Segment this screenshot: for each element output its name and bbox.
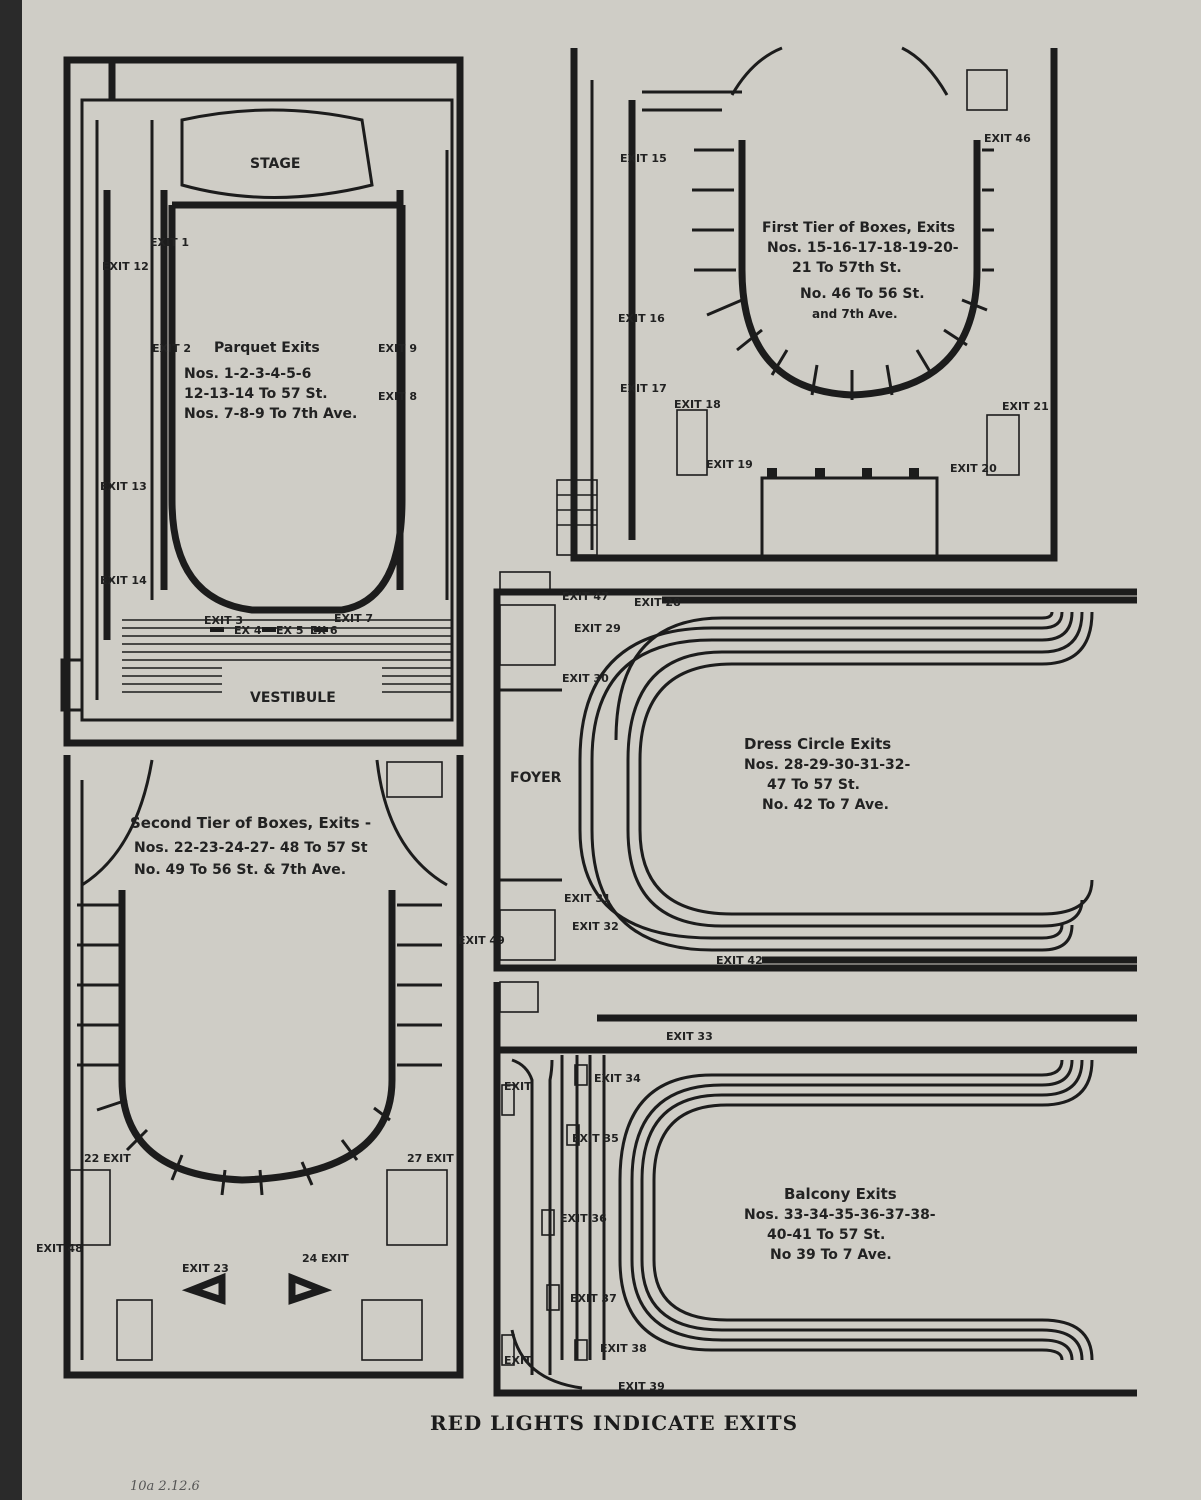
exit-29: EXIT 29 (574, 622, 621, 635)
exit-22: 22 EXIT (84, 1152, 131, 1165)
first-tier-line3: 21 To 57th St. (792, 260, 902, 276)
balcony-line3: 40-41 To 57 St. (767, 1227, 885, 1243)
exit-balcony-upper: EXIT (504, 1080, 532, 1093)
exit-18: EXIT 18 (674, 398, 721, 411)
exit-19: EXIT 19 (706, 458, 753, 471)
first-tier-line4: No. 46 To 56 St. (800, 286, 925, 302)
exit-23: EXIT 23 (182, 1262, 229, 1275)
exit-34: EXIT 34 (594, 1072, 641, 1085)
first-tier-plan: First Tier of Boxes, Exits Nos. 15-16-17… (556, 46, 1058, 562)
balcony-line2: Nos. 33-34-35-36-37-38- (744, 1207, 936, 1223)
exit-13: EXIT 13 (100, 480, 147, 493)
dress-circle-line3: 47 To 57 St. (767, 777, 860, 793)
exit-47: EXIT 47 (562, 590, 609, 603)
exit-1: EXIT 1 (150, 236, 189, 249)
exit-39: EXIT 39 (618, 1380, 665, 1393)
exit-2: EXIT 2 (152, 342, 191, 355)
exit-42: EXIT 42 (716, 954, 763, 967)
exit-8: EXIT 8 (378, 390, 417, 403)
footer-caption: RED LIGHTS INDICATE EXITS (430, 1411, 798, 1435)
exit-36: EXIT 36 (560, 1212, 607, 1225)
exit-balcony-lower: EXIT (504, 1354, 532, 1367)
exit-9: EXIT 9 (378, 342, 417, 355)
exit-27: 27 EXIT (407, 1152, 454, 1165)
exit-46: EXIT 46 (984, 132, 1031, 145)
program-page: STAGE VESTIBULE Parquet Exits Nos. 1-2-3… (22, 0, 1201, 1500)
exit-31: EXIT 31 (564, 892, 611, 905)
exit-15: EXIT 15 (620, 152, 667, 165)
foyer-label: FOYER (510, 770, 562, 786)
parquet-line3: Nos. 7-8-9 To 7th Ave. (184, 406, 357, 422)
exit-21: EXIT 21 (1002, 400, 1049, 413)
parquet-line1: Nos. 1-2-3-4-5-6 (184, 366, 311, 382)
parquet-title: Parquet Exits (214, 340, 320, 356)
first-tier-line2: Nos. 15-16-17-18-19-20- (767, 240, 959, 256)
dress-circle-line2: Nos. 28-29-30-31-32- (744, 757, 911, 773)
exit-38: EXIT 38 (600, 1342, 647, 1355)
second-tier-plan: Second Tier of Boxes, Exits - Nos. 22-23… (36, 755, 505, 1379)
second-tier-line2: Nos. 22-23-24-27- 48 To 57 St (134, 840, 368, 856)
dress-circle-line4: No. 42 To 7 Ave. (762, 797, 889, 813)
exit-12: EXIT 12 (102, 260, 149, 273)
balcony-line1: Balcony Exits (784, 1185, 897, 1203)
exit-37: EXIT 37 (570, 1292, 617, 1305)
stage-label: STAGE (250, 156, 300, 172)
exit-24: 24 EXIT (302, 1252, 349, 1265)
balcony-line4: No 39 To 7 Ave. (770, 1247, 892, 1263)
exit-5: EX 5 (276, 624, 303, 637)
parquet-plan: STAGE VESTIBULE Parquet Exits Nos. 1-2-3… (60, 56, 464, 747)
theatre-exit-plans: STAGE VESTIBULE Parquet Exits Nos. 1-2-3… (36, 46, 1137, 1494)
parquet-line2: 12-13-14 To 57 St. (184, 386, 328, 402)
vestibule-label: VESTIBULE (250, 690, 336, 706)
archive-note: 10a 2.12.6 (130, 1479, 200, 1494)
exit-7: EXIT 7 (334, 612, 373, 625)
first-tier-line1: First Tier of Boxes, Exits (762, 220, 955, 236)
dress-circle-plan: FOYER Dress Circle Exits Nos. 28-29-30-3… (493, 571, 1137, 972)
exit-32: EXIT 32 (572, 920, 619, 933)
first-tier-line5: and 7th Ave. (812, 307, 898, 321)
exit-28: EXIT 28 (634, 596, 681, 609)
exit-48: EXIT 48 (36, 1242, 83, 1255)
exit-14: EXIT 14 (100, 574, 147, 587)
exit-49: EXIT 49 (458, 934, 505, 947)
exit-30: EXIT 30 (562, 672, 609, 685)
exit-35: EXIT 35 (572, 1132, 619, 1145)
exit-16: EXIT 16 (618, 312, 665, 325)
second-tier-line3: No. 49 To 56 St. & 7th Ave. (134, 862, 346, 878)
exit-17: EXIT 17 (620, 382, 667, 395)
exit-4: EX 4 (234, 624, 262, 637)
dress-circle-line1: Dress Circle Exits (744, 735, 891, 753)
exit-3: EXIT 3 (204, 614, 243, 627)
exit-20: EXIT 20 (950, 462, 997, 475)
second-tier-line1: Second Tier of Boxes, Exits - (130, 814, 371, 832)
exit-6: EX 6 (310, 624, 338, 637)
exit-33: EXIT 33 (666, 1030, 713, 1043)
balcony-plan: Balcony Exits Nos. 33-34-35-36-37-38- 40… (493, 981, 1137, 1397)
